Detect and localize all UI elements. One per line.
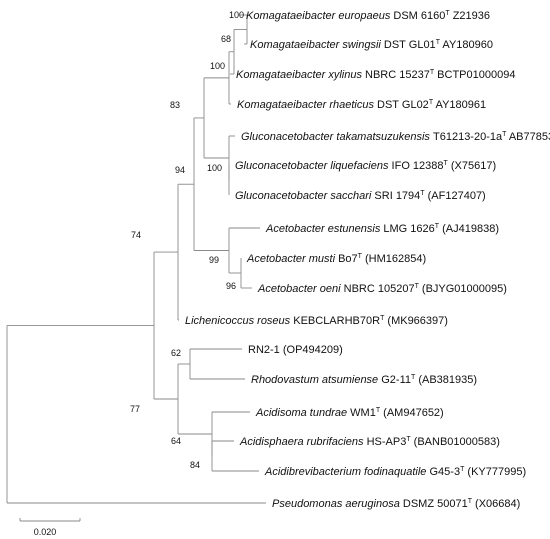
taxon-label: Komagataeibacter xylinus NBRC 15237T BCT… bbox=[236, 69, 515, 81]
taxon-label: Acidisphaera rubrifaciens HS-AP3T (BANB0… bbox=[239, 436, 500, 448]
scale-bar: 0.020 bbox=[19, 518, 81, 537]
taxon-label: Lichenicoccus roseus KEBCLARHB70RT (MK96… bbox=[185, 315, 448, 327]
taxon-label: Acetobacter musti Bo7T (HM162854) bbox=[246, 253, 426, 265]
bootstrap-value: 100 bbox=[229, 10, 244, 20]
bootstrap-value: 62 bbox=[171, 348, 181, 358]
taxon-labels: Komagataeibacter europaeus DSM 6160T Z21… bbox=[185, 10, 550, 510]
bootstrap-value: 96 bbox=[226, 281, 236, 291]
bootstrap-value: 74 bbox=[131, 230, 141, 240]
taxon-label: Acidisoma tundrae WM1T (AM947652) bbox=[255, 407, 444, 419]
taxon-label: Rhodovastum atsumiense G2-11T (AB381935) bbox=[251, 374, 477, 386]
taxon-label: Komagataeibacter swingsii DST GL01T AY18… bbox=[250, 39, 493, 51]
bootstrap-value: 68 bbox=[221, 34, 231, 44]
taxon-label: RN2-1 (OP494209) bbox=[248, 344, 343, 356]
taxon-label: Komagataeibacter rhaeticus DST GL02T AY1… bbox=[237, 99, 486, 111]
bootstrap-value: 84 bbox=[190, 460, 200, 470]
taxon-label: Gluconacetobacter takamatsuzukensis T612… bbox=[241, 131, 550, 143]
bootstrap-value: 64 bbox=[171, 436, 181, 446]
taxon-label: Acetobacter estunensis LMG 1626T (AJ4198… bbox=[265, 223, 499, 235]
taxon-label: Acetobacter oeni NBRC 105207T (BJYG01000… bbox=[257, 283, 507, 295]
taxon-label: Komagataeibacter europaeus DSM 6160T Z21… bbox=[246, 10, 490, 22]
scale-bar-label: 0.020 bbox=[34, 527, 57, 537]
taxon-label: Gluconacetobacter liquefaciens IFO 12388… bbox=[235, 160, 496, 172]
bootstrap-values: 100 68 100 83 100 94 99 96 74 62 77 64 84 bbox=[130, 10, 244, 470]
bootstrap-value: 99 bbox=[209, 255, 219, 265]
taxon-label: Pseudomonas aeruginosa DSMZ 50071T (X066… bbox=[272, 498, 520, 510]
bootstrap-value: 100 bbox=[210, 61, 225, 71]
taxon-label: Acidibrevibacterium fodinaquatile G45-3T… bbox=[264, 466, 526, 478]
taxon-label: Gluconacetobacter sacchari SRI 1794T (AF… bbox=[235, 190, 486, 202]
bootstrap-value: 77 bbox=[130, 404, 140, 414]
bootstrap-value: 94 bbox=[175, 165, 185, 175]
bootstrap-value: 83 bbox=[170, 100, 180, 110]
tree-branches bbox=[6, 14, 266, 504]
bootstrap-value: 100 bbox=[207, 163, 222, 173]
